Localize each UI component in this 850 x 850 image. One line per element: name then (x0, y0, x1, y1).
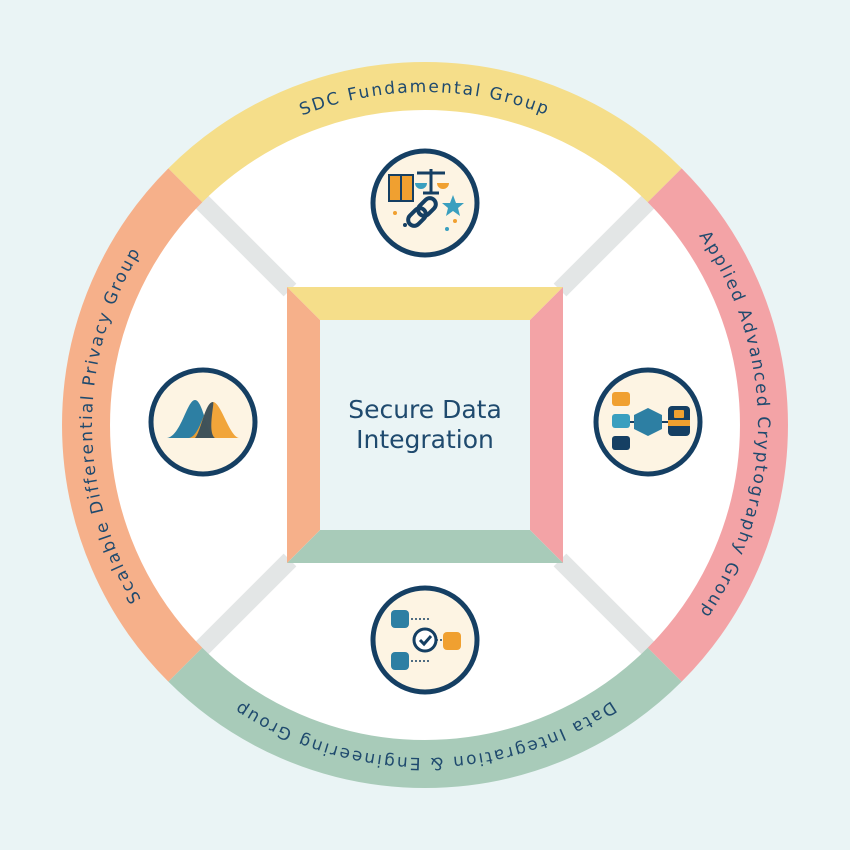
ring-segment-differential-privacy (62, 168, 203, 682)
frame-left (287, 287, 320, 563)
ring-segment-sdc (168, 62, 682, 203)
center-title-line2: Integration (356, 425, 494, 454)
center-frame (287, 287, 563, 563)
ring-segment-cryptography (647, 168, 788, 682)
distribution-curves-icon (148, 367, 258, 477)
scales-book-link-icon (370, 148, 480, 258)
database-merge-check-icon (370, 585, 480, 695)
frame-right (530, 287, 563, 563)
frame-bottom (287, 530, 563, 563)
ring-segment-data-integration (168, 647, 682, 788)
diagonal-dividers (193, 193, 657, 657)
center-title-line1: Secure Data (348, 395, 502, 424)
encrypted-databases-icon (593, 367, 703, 477)
frame-top (287, 287, 563, 320)
